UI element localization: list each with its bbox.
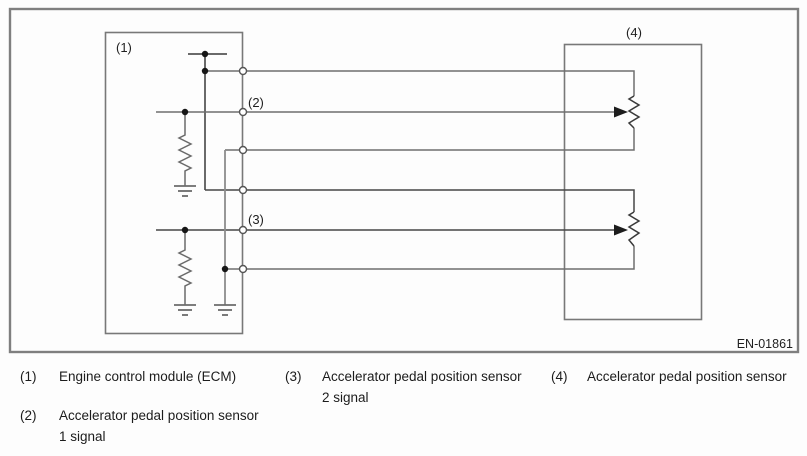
wiper-arrow-2	[614, 224, 628, 236]
wire-sensor1-return	[225, 128, 635, 151]
wire-supply-sensor1	[205, 70, 635, 96]
wire-supply-sensor2	[205, 189, 635, 212]
sensor-box	[563, 43, 703, 321]
ecm-box	[104, 31, 244, 335]
potentiometer-1	[627, 95, 641, 129]
junction-dot	[201, 50, 209, 58]
junction-dots	[181, 50, 229, 273]
ecm-resistors	[177, 112, 193, 305]
junction-dot	[181, 226, 189, 234]
ecm-pins	[238, 66, 248, 274]
ecm-pin-4	[238, 185, 248, 195]
ecm-pin-5	[238, 225, 248, 235]
ground-symbols	[174, 185, 236, 316]
legend-text-2: Accelerator pedal position sensor 1 sign…	[59, 408, 259, 444]
ground-symbol-2	[174, 304, 196, 316]
wiper-arrow-1	[614, 106, 628, 118]
potentiometers	[627, 95, 641, 247]
wires	[156, 53, 635, 305]
legend-num-4: (4)	[551, 369, 568, 384]
legend-num-3: (3)	[285, 369, 302, 384]
ecm-pin-6	[238, 264, 248, 274]
ecm-pin-3	[238, 145, 248, 155]
junction-dot	[181, 108, 189, 116]
resistor-2	[177, 230, 193, 305]
figure-id: EN-01861	[737, 337, 793, 351]
wire-sensor2-return	[225, 246, 635, 270]
junction-dot	[221, 265, 229, 273]
sensor-box-label: (4)	[626, 25, 642, 40]
ground-symbol-1	[174, 185, 196, 197]
diagram-frame	[8, 7, 800, 354]
junction-dot	[201, 67, 209, 75]
ecm-pin-2	[238, 107, 248, 117]
legend-num-2: (2)	[20, 408, 37, 423]
legend-text-1: Engine control module (ECM)	[59, 369, 237, 384]
ecm-pin-1	[238, 66, 248, 76]
signal2-wire-label: (3)	[248, 212, 264, 227]
signal1-wire-label: (2)	[248, 95, 264, 110]
legend-text-3: Accelerator pedal position sensor 2 sign…	[322, 369, 522, 405]
legend-text-4: Accelerator pedal position sensor	[587, 369, 787, 384]
legend-num-1: (1)	[20, 369, 37, 384]
potentiometer-2	[627, 211, 641, 247]
resistor-1	[177, 112, 193, 186]
ecm-box-label: (1)	[116, 40, 132, 55]
ground-symbol-3	[214, 304, 236, 316]
